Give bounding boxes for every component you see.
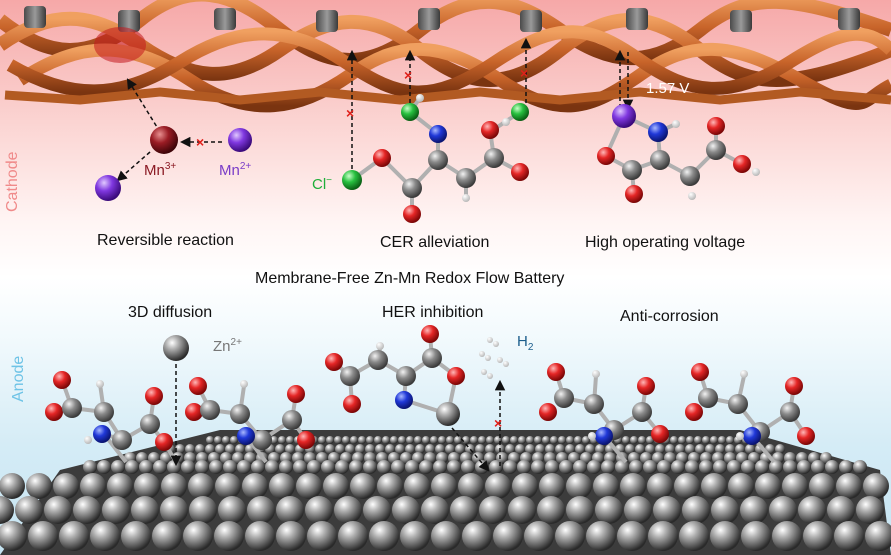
mno2-deposit bbox=[94, 27, 146, 63]
feature-reversible-reaction: Reversible reaction bbox=[97, 232, 234, 249]
svg-text:×: × bbox=[520, 65, 528, 81]
feature-anti-corrosion: Anti-corrosion bbox=[620, 308, 719, 325]
anode-molecule-centerleft bbox=[185, 377, 315, 464]
svg-text:×: × bbox=[346, 105, 354, 121]
h2-label: H2 bbox=[517, 333, 534, 353]
anode-molecule-left bbox=[45, 371, 178, 464]
mn-redox-arrows: × bbox=[95, 78, 252, 201]
cer-alleviation-molecule: × × × bbox=[342, 37, 532, 223]
zn-ion-label: Zn2+ bbox=[213, 337, 242, 355]
mn3-ion-label: Mn3+ bbox=[144, 161, 177, 179]
anode-molecule-zn-complex bbox=[325, 325, 490, 472]
zn-ion-diffusion bbox=[163, 335, 189, 467]
chloride-ion-label: Cl− bbox=[312, 175, 333, 193]
feature-her-inhibition: HER inhibition bbox=[382, 304, 484, 321]
voltage-label: 1.57 V bbox=[646, 80, 690, 97]
cathode-side-label: Cathode bbox=[4, 151, 21, 213]
h2-bubbles: × bbox=[479, 337, 509, 466]
anode-molecule-right1 bbox=[539, 363, 669, 464]
anode-molecule-right2 bbox=[685, 363, 815, 464]
feature-high-operating-voltage: High operating voltage bbox=[585, 234, 746, 251]
svg-text:×: × bbox=[494, 415, 502, 431]
anode-side-label: Anode bbox=[10, 355, 27, 402]
feature-3d-diffusion: 3D diffusion bbox=[128, 304, 213, 321]
high-voltage-molecule bbox=[597, 49, 760, 203]
feature-cer-alleviation: CER alleviation bbox=[380, 234, 490, 251]
svg-text:×: × bbox=[196, 134, 204, 150]
zinc-anode-surface bbox=[0, 430, 891, 555]
diagram-title: Membrane-Free Zn-Mn Redox Flow Battery bbox=[255, 270, 565, 287]
mn2-ion-label: Mn2+ bbox=[219, 161, 252, 179]
svg-text:×: × bbox=[404, 67, 412, 83]
carbon-felt-electrode bbox=[0, 0, 891, 113]
